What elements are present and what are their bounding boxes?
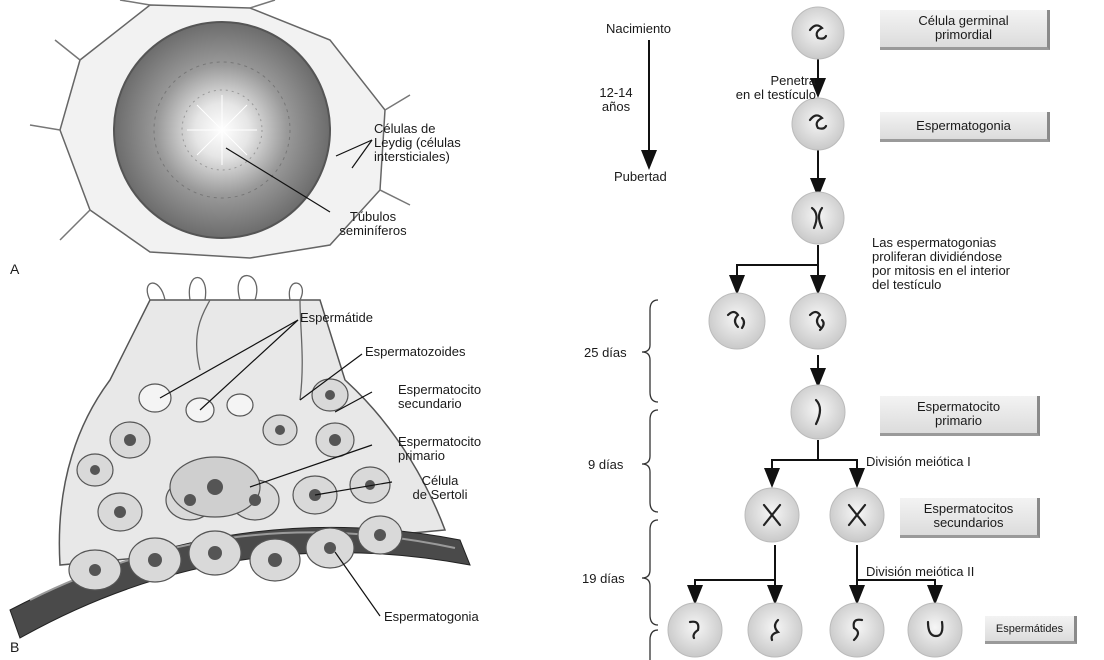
spermatogonia-box: Espermatogonia	[880, 112, 1050, 142]
cell-spermatid-2	[748, 603, 802, 657]
panel-a-letter: A	[10, 262, 19, 276]
panel-b-letter: B	[10, 640, 19, 654]
day-25-label: 25 días	[584, 346, 627, 360]
secondary-spermatocytes-box: Espermatocitos secundarios	[900, 498, 1040, 538]
meiosis-1-label: División meiótica I	[866, 455, 971, 469]
birth-label: Nacimiento	[606, 22, 671, 36]
primary-spermatocyte-label: Espermatocito primario	[398, 435, 481, 463]
cell-spermatid-1	[668, 603, 722, 657]
spermatozoa-label: Espermatozoides	[365, 345, 465, 359]
enters-testis-label-1: Penetra en el testículo	[756, 60, 816, 116]
spermatogonia-b-label: Espermatogonia	[384, 610, 479, 624]
leydig-cells-label: Células de Leydig (células intersticiale…	[374, 122, 461, 164]
cell-spermatid-4	[908, 603, 962, 657]
day-9-label: 9 días	[588, 458, 623, 472]
puberty-label: Pubertad	[614, 170, 667, 184]
age-label: 12-14 años	[596, 86, 636, 114]
spermatids-box: Espermátides	[985, 616, 1077, 644]
meiosis-2-label: División meiótica II	[866, 565, 974, 579]
day-19-label: 19 días	[582, 572, 625, 586]
seminiferous-tubules-label: Túbulos seminíferos	[318, 210, 428, 238]
primordial-germ-cell-box: Célula germinal primordial	[880, 10, 1050, 50]
primary-spermatocyte-box: Espermatocito primario	[880, 396, 1040, 436]
timeline-braces	[642, 300, 658, 660]
spermatid-label: Espermátide	[300, 311, 373, 325]
cell-mitosis-left	[709, 293, 765, 349]
secondary-spermatocyte-label: Espermatocito secundario	[398, 383, 481, 411]
cell-primordial	[792, 7, 844, 59]
mitosis-description: Las espermatogonias proliferan dividiénd…	[872, 236, 1010, 292]
enters-testis-text: Penetra en el testículo	[698, 74, 816, 102]
cell-primary	[791, 385, 845, 439]
sertoli-cell-label: Célula de Sertoli	[394, 474, 486, 502]
